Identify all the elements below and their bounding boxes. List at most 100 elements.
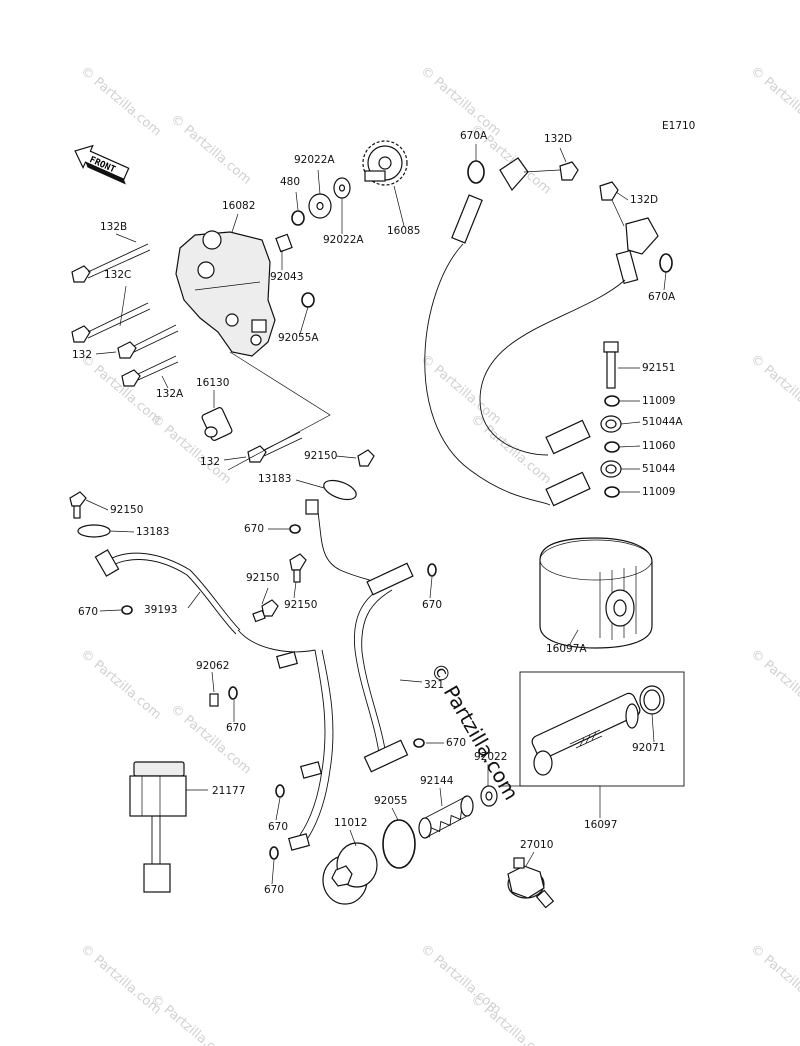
leader-line-p-132b xyxy=(115,233,137,243)
part-label-p-16085: 16085 xyxy=(387,225,420,237)
part-label-p-16097: 16097 xyxy=(584,819,617,831)
watermark-text: © Partzilla.com xyxy=(747,352,800,428)
part-label-p-11009-2: 11009 xyxy=(642,486,675,498)
part-label-p-21177: 21177 xyxy=(212,785,245,797)
part-label-p-51044a: 51044A xyxy=(642,416,683,428)
part-label-p-92022: 92022 xyxy=(474,751,507,763)
leader-line-p-92144 xyxy=(439,787,443,807)
watermark-text: © Partzilla.com xyxy=(417,64,503,140)
part-label-p-670-2: 670 xyxy=(78,606,98,618)
part-label-p-92151: 92151 xyxy=(642,362,675,374)
oil-filter-16097a xyxy=(539,537,653,649)
watermark-text: © Partzilla.com xyxy=(747,942,800,1018)
part-label-p-92062: 92062 xyxy=(196,660,229,672)
part-label-p-132d-2: 132D xyxy=(630,194,658,206)
leader-line-p-92071 xyxy=(651,713,655,743)
watermark-text: © Partzilla.com xyxy=(747,647,800,723)
pipe-assembly-16097 xyxy=(498,671,685,800)
sensor-switch-21177 xyxy=(129,761,187,893)
watermark-text: © Partzilla.com xyxy=(747,64,800,140)
leader-line-p-321 xyxy=(399,679,423,683)
oil-hose-right xyxy=(424,157,673,507)
part-label-p-132a: 132A xyxy=(156,388,184,400)
watermark-text: © Partzilla.com xyxy=(417,352,503,428)
watermarks: © Partzilla.com© Partzilla.com© Partzill… xyxy=(77,64,800,1046)
leader-line-p-670-2 xyxy=(99,609,122,612)
part-label-p-670-5: 670 xyxy=(446,737,466,749)
leader-line-p-92150-1 xyxy=(335,455,357,459)
leader-line-p-92055 xyxy=(391,807,399,821)
part-label-p-132c: 132C xyxy=(104,269,131,281)
part-label-p-92022a-1: 92022A xyxy=(294,154,335,166)
leader-line-p-92150-4 xyxy=(293,581,297,599)
part-label-p-670a-1: 670A xyxy=(460,130,488,142)
part-label-p-92071: 92071 xyxy=(632,742,665,754)
part-label-p-16097a: 16097A xyxy=(546,643,587,655)
part-label-p-132-2: 132 xyxy=(200,456,220,468)
part-label-p-92055: 92055 xyxy=(374,795,407,807)
watermark-text: © Partzilla.com xyxy=(77,647,163,723)
part-label-p-16130: 16130 xyxy=(196,377,229,389)
leader-line-p-92150-2 xyxy=(85,499,109,511)
part-label-p-92144: 92144 xyxy=(420,775,454,787)
leader-line-p-670-3 xyxy=(429,576,433,599)
part-label-p-670-7: 670 xyxy=(264,884,284,896)
leader-line-p-132d-2 xyxy=(615,191,629,201)
watermark-text: © Partzilla.com xyxy=(77,942,163,1018)
oil-pump-assembly xyxy=(71,140,408,471)
relief-valve-parts xyxy=(322,785,555,909)
part-label-p-11009-1: 11009 xyxy=(642,395,675,407)
leader-line-p-132-1 xyxy=(95,351,117,355)
part-label-p-670-4: 670 xyxy=(226,722,246,734)
leader-line-p-92055a xyxy=(299,306,309,335)
watermark-text: © Partzilla.com xyxy=(77,64,163,140)
leader-line-p-132-2 xyxy=(223,456,247,461)
leader-line-p-92150-3 xyxy=(261,587,269,605)
part-label-p-92022a-2: 92022A xyxy=(323,234,364,246)
watermark-text: © Partzilla.com xyxy=(77,352,163,428)
leader-line-p-480 xyxy=(295,191,299,211)
part-label-p-132d-1: 132D xyxy=(544,133,572,145)
part-label-p-11012: 11012 xyxy=(334,817,367,829)
part-label-p-92150-1: 92150 xyxy=(304,450,337,462)
part-label-p-670a-2: 670A xyxy=(648,291,676,303)
part-label-p-16082: 16082 xyxy=(222,200,255,212)
part-label-p-27010: 27010 xyxy=(520,839,553,851)
leader-line-p-13183-1 xyxy=(295,479,325,489)
part-label-p-11060: 11060 xyxy=(642,440,675,452)
watermark-text: © Partzilla.com xyxy=(147,992,233,1046)
watermark-text: © Partzilla.com xyxy=(467,412,553,488)
leader-line-p-16085 xyxy=(393,185,405,227)
leader-line-p-132d-1 xyxy=(559,147,567,163)
part-label-p-39193: 39193 xyxy=(144,604,177,616)
leader-line-p-670-6 xyxy=(275,797,281,821)
leader-line-p-132a xyxy=(161,375,169,389)
part-label-p-92150-2: 92150 xyxy=(110,504,143,516)
part-label-p-92055a: 92055A xyxy=(278,332,319,344)
oil-pipes xyxy=(69,449,437,860)
part-label-p-51044: 51044 xyxy=(642,463,676,475)
leader-line-p-13183-2 xyxy=(109,530,135,533)
part-label-p-13183-2: 13183 xyxy=(136,526,169,538)
part-label-p-132b: 132B xyxy=(100,221,127,233)
leader-line-p-16097a xyxy=(569,629,579,645)
part-label-p-480: 480 xyxy=(280,176,300,188)
leader-line-p-11060 xyxy=(618,445,641,448)
front-arrow-icon: FRONT xyxy=(74,144,130,185)
part-label-p-670-1: 670 xyxy=(244,523,264,535)
watermark-text: © Partzilla.com xyxy=(467,992,553,1046)
leader-line-p-670-7 xyxy=(271,859,275,885)
part-label-p-670-6: 670 xyxy=(268,821,288,833)
part-label-p-321: 321 xyxy=(424,679,444,691)
part-label-p-92150-4: 92150 xyxy=(284,599,317,611)
leader-line-p-27010 xyxy=(525,851,535,867)
leader-line-p-11012 xyxy=(349,829,357,847)
watermark-text: © Partzilla.com xyxy=(167,112,253,188)
part-label-p-13183-1: 13183 xyxy=(258,473,291,485)
part-label-p-92150-3: 92150 xyxy=(246,572,279,584)
leader-line-p-92022a-1 xyxy=(317,169,321,195)
leader-line-p-39193 xyxy=(187,591,201,609)
leader-line-p-16082 xyxy=(231,213,239,233)
